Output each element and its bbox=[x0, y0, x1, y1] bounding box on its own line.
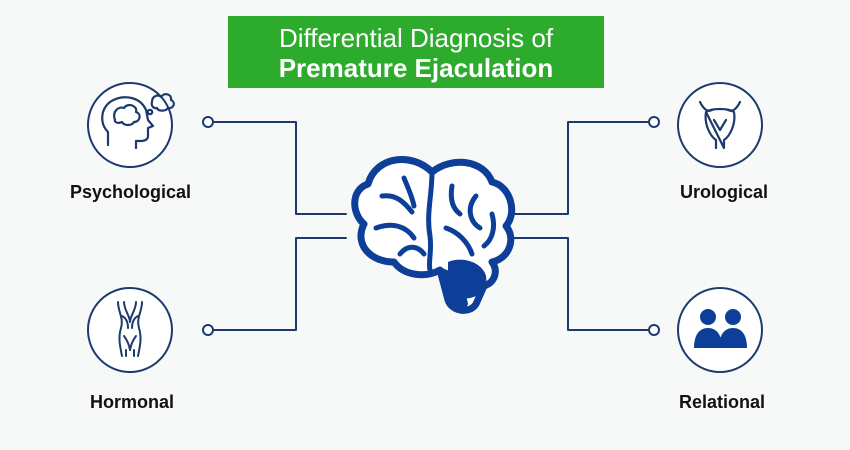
connector-hormonal bbox=[211, 237, 347, 331]
connector-node-hormonal bbox=[202, 324, 214, 336]
label-urological: Urological bbox=[680, 182, 769, 202]
label-relational: Relational bbox=[679, 392, 766, 412]
head-thought-icon bbox=[87, 82, 175, 168]
endocrine-gland-icon bbox=[87, 287, 173, 373]
connector-node-relational bbox=[648, 324, 660, 336]
brain-icon bbox=[351, 156, 516, 314]
couple-people-icon bbox=[677, 287, 763, 373]
label-psychological: Psychological bbox=[70, 182, 192, 202]
bladder-icon bbox=[677, 82, 763, 168]
label-hormonal: Hormonal bbox=[90, 392, 175, 412]
connector-relational bbox=[513, 237, 651, 331]
connector-urological bbox=[513, 121, 651, 215]
title-line-1: Differential Diagnosis of bbox=[278, 23, 554, 53]
title-line-2: Premature Ejaculation bbox=[278, 53, 554, 83]
connector-node-urological bbox=[648, 116, 660, 128]
connector-node-psychological bbox=[202, 116, 214, 128]
title-banner: Differential Diagnosis of Premature Ejac… bbox=[228, 16, 604, 88]
connector-psychological bbox=[211, 121, 347, 215]
